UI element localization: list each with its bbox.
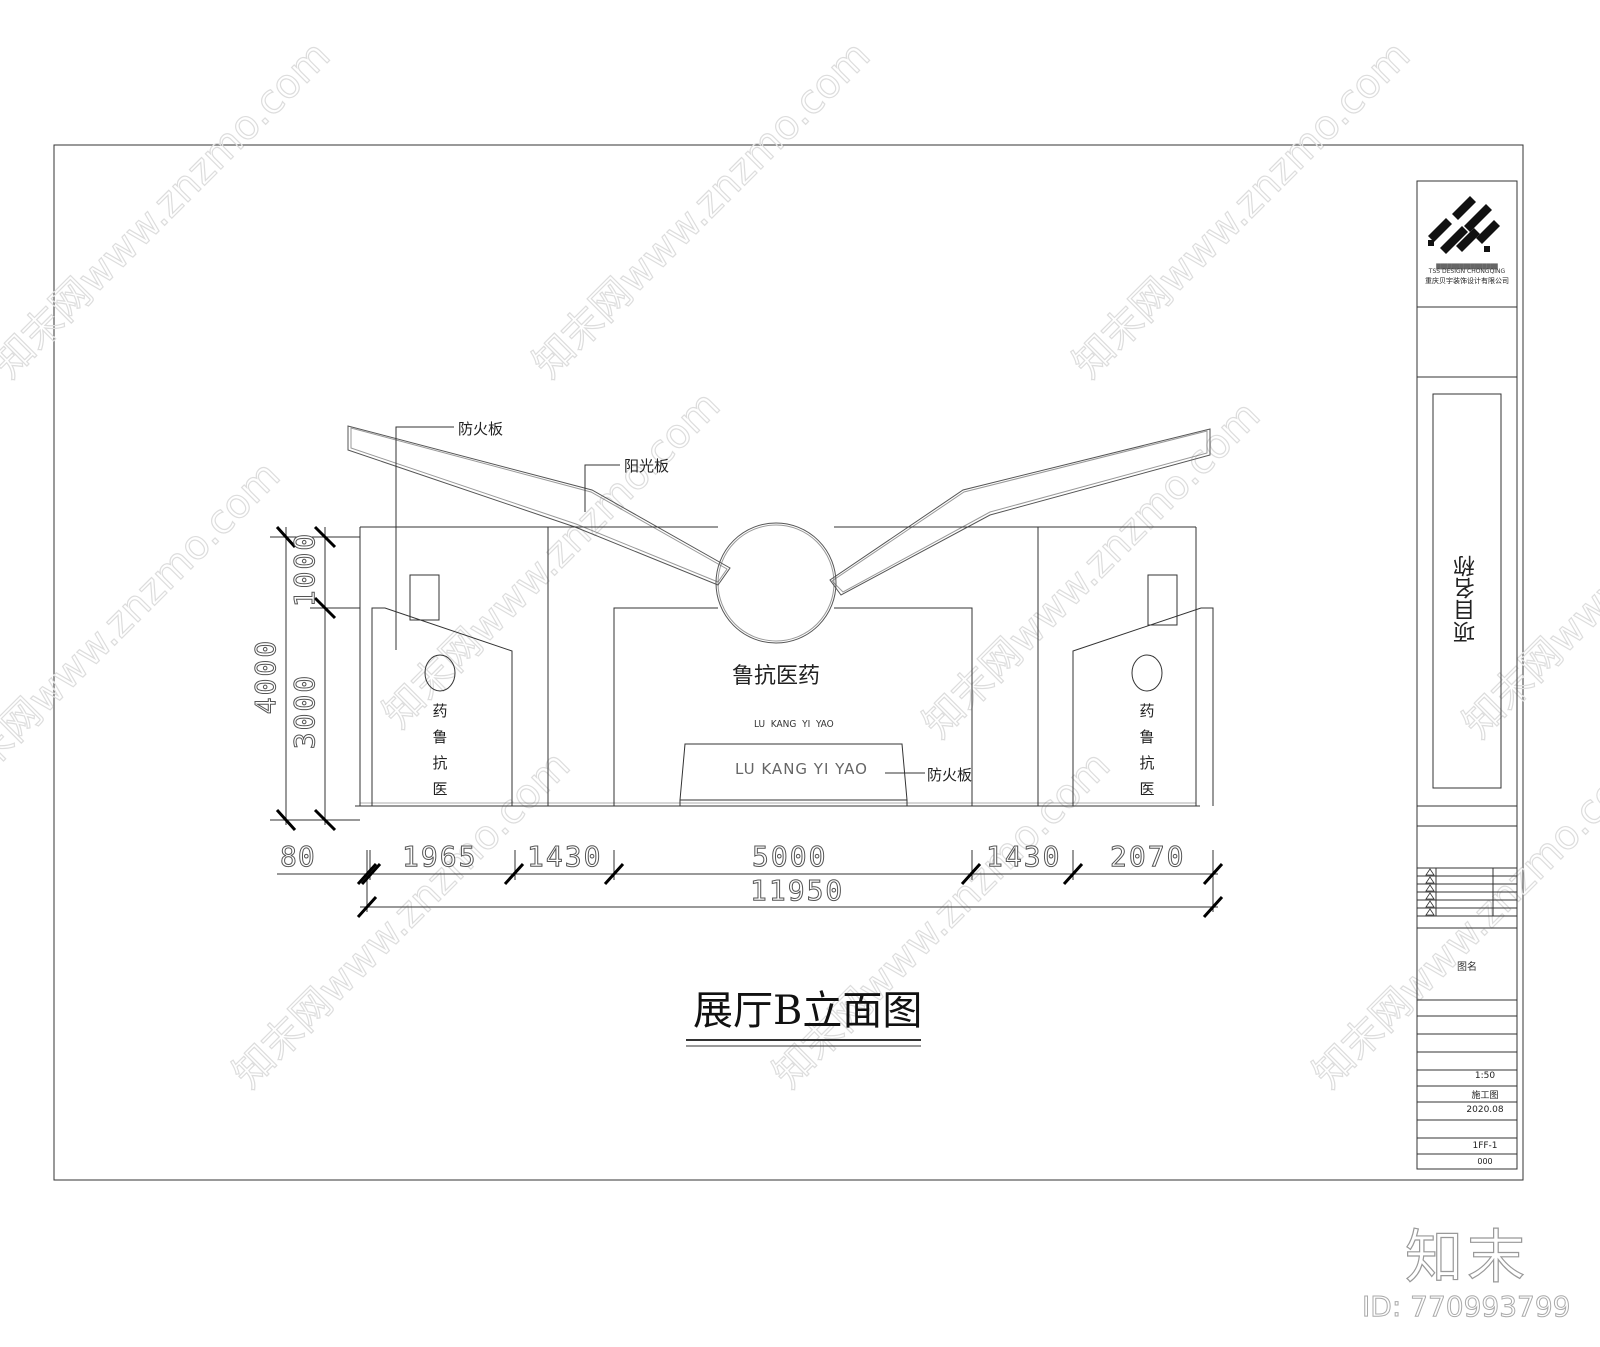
svg-text:████████████████: ████████████████: [1435, 263, 1498, 270]
dim-h-5: 2070: [1109, 840, 1186, 874]
svg-text:知末网www.znzmo.com: 知末网www.znzmo.com: [765, 743, 1120, 1098]
sheet-no-value: 000: [1477, 1157, 1493, 1166]
svg-text:知末网www.znzmo.com: 知末网www.znzmo.com: [525, 33, 880, 388]
right-panel: [1072, 574, 1214, 806]
dim-vertical-total: 4000: [249, 638, 283, 715]
label-sun-board: 阳光板: [624, 457, 670, 475]
watermark-brand: 知末: [1404, 1222, 1530, 1291]
horizontal-dimensions: [277, 850, 1224, 919]
center-brand-cn: 鲁抗医药: [732, 664, 821, 689]
watermark-id: ID: 770993799: [1361, 1290, 1571, 1324]
svg-text:知末网www.znzmo.com: 知末网www.znzmo.com: [0, 453, 289, 808]
center-panel: [613, 607, 973, 806]
drawing-name-label: 图名: [1457, 962, 1477, 973]
dim-h-1: 1965: [401, 840, 478, 874]
svg-text:知末网www.znzmo.com: 知末网www.znzmo.com: [1305, 743, 1600, 1098]
dim-h-3: 5000: [751, 840, 828, 874]
back-wall: [355, 526, 1200, 807]
company-logo-icon: [1428, 196, 1500, 254]
svg-text:知末网www.znzmo.com: 知末网www.znzmo.com: [225, 743, 580, 1098]
svg-text:知末网www.znzmo.com: 知末网www.znzmo.com: [1065, 33, 1420, 388]
title-block: ████████████████: [1416, 180, 1518, 1170]
dim-vertical-lower: 3000: [288, 673, 322, 750]
vertical-dimensions: [270, 525, 360, 832]
label-fire-board-top: 防火板: [458, 420, 504, 438]
left-panel: [371, 574, 513, 806]
scale-value: 1:50: [1474, 1071, 1496, 1081]
center-brand-pinyin-large: LU KANG YI YAO: [735, 760, 868, 778]
drawing-title: 展厅B立面图: [693, 988, 923, 1034]
dim-h-0: 80: [280, 840, 316, 874]
date-value: 2020.08: [1466, 1105, 1504, 1115]
label-fire-board-center: 防火板: [927, 766, 973, 784]
svg-text:知末网www.znzmo.com: 知末网www.znzmo.com: [0, 33, 339, 388]
dim-vertical-upper: 1000: [288, 531, 322, 608]
dim-overall: 11950: [749, 874, 845, 908]
company-name-cn: 重庆贝宇装饰设计有限公司: [1425, 277, 1509, 285]
drawing-frame: [53, 144, 1524, 1181]
leader-fire-board: [395, 426, 454, 650]
right-panel-text: 药 鲁 抗 医: [1139, 702, 1155, 798]
leader-sun-board: [584, 464, 620, 512]
project-name: 项目名称: [1454, 555, 1479, 643]
dim-h-4: 1430: [985, 840, 1062, 874]
center-circle: [715, 522, 837, 644]
dim-h-2: 1430: [526, 840, 603, 874]
stage-value: 施工图: [1471, 1091, 1499, 1101]
watermark-layer: 知末网www.znzmo.com 知末网www.znzmo.com 知末网www…: [0, 32, 1600, 1098]
svg-text:知末网www.znzmo.com: 知末网www.znzmo.com: [915, 393, 1270, 748]
drawing-no-value: 1FF-1: [1472, 1141, 1498, 1151]
left-panel-text: 药 鲁 抗 医: [432, 702, 448, 798]
center-brand-pinyin-small: LU KANG YI YAO: [754, 719, 834, 730]
company-name-en: TSS DESIGN CHONGQING: [1428, 268, 1506, 275]
